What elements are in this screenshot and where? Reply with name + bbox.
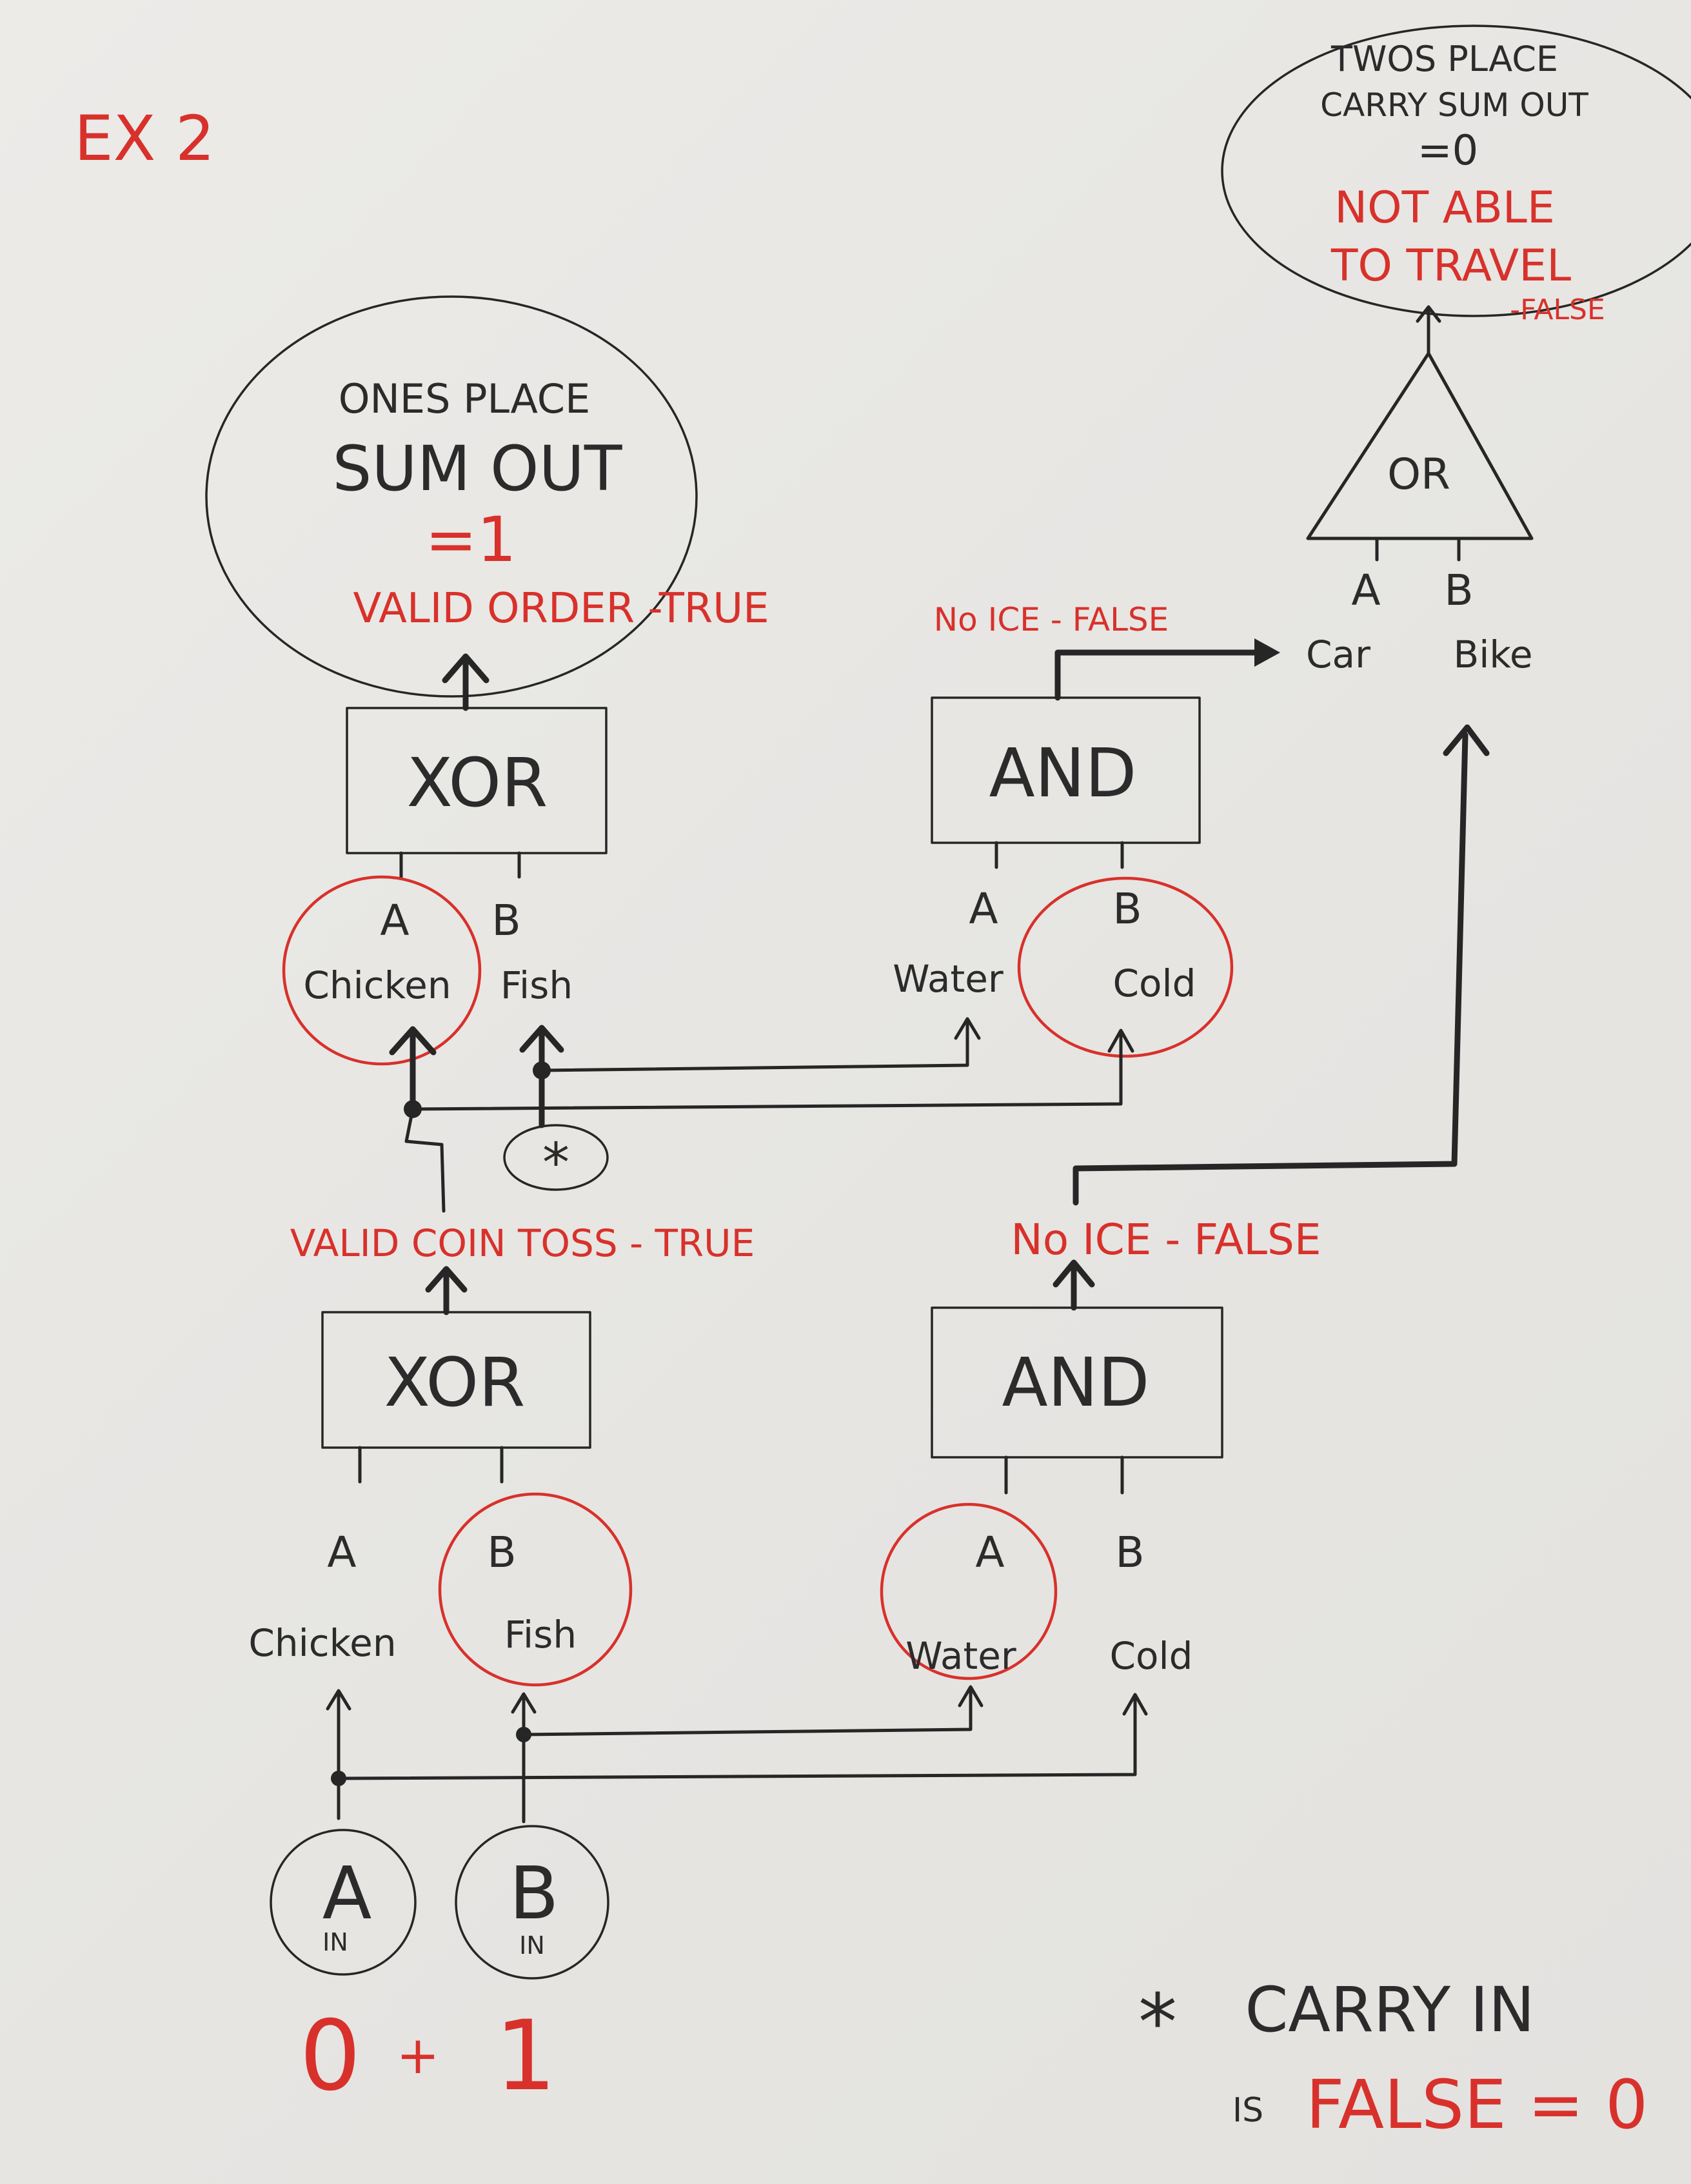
input-a-in: IN: [322, 1928, 348, 1956]
xor-top-label: XOR: [407, 743, 548, 822]
twos-place-meaning-3: -FALSE: [1510, 293, 1605, 326]
and-bottom-label: AND: [1002, 1343, 1149, 1422]
equation-operator: +: [396, 2025, 439, 2085]
input-b-circle: [455, 1825, 609, 1980]
or-pin-stubs: [1375, 536, 1461, 562]
or-output-arrow-icon: [1416, 305, 1441, 323]
equation-right: 1: [495, 2000, 556, 2112]
and-bottom-output-arrow-icon: [1053, 1259, 1095, 1288]
or-pin-a: A: [1351, 566, 1380, 615]
and-top-gate: [931, 696, 1201, 844]
carry-in-bubble: [503, 1124, 609, 1191]
and-bottom-pin-b: B: [1115, 1528, 1144, 1577]
footnote-line-1: CARRY IN: [1245, 1974, 1534, 2046]
input-a-letter: A: [322, 1852, 372, 1936]
and-top-label: AND: [989, 734, 1136, 812]
input-b-letter: B: [509, 1852, 559, 1936]
or-gate-shape: [1306, 351, 1534, 540]
twos-place-bubble: [1221, 25, 1691, 317]
xor-bottom-output-arrow-icon: [425, 1266, 468, 1293]
xor-top-pin-b: B: [491, 896, 520, 945]
twos-place-label: TWOS PLACE: [1330, 39, 1558, 79]
equation-left: 0: [299, 2000, 361, 2112]
xor-top-pin-a: A: [380, 896, 409, 945]
wire-a-in-to-cold: [337, 1694, 1137, 1780]
xor-top-input-chicken: Chicken: [303, 963, 451, 1007]
ones-place-bubble: [205, 295, 698, 698]
and-bottom-input-water: Water: [905, 1634, 1016, 1678]
cold-top-highlight: [1017, 876, 1234, 1058]
xor-bottom-input-chicken: Chicken: [248, 1621, 396, 1665]
page-title: EX 2: [74, 103, 215, 175]
and-top-pin-b: B: [1112, 884, 1142, 934]
fish-bottom-highlight: [438, 1492, 633, 1687]
chicken-top-arrow-icon: [389, 1026, 437, 1056]
xor-top-input-fish: Fish: [500, 963, 573, 1007]
and-bottom-pin-a: A: [975, 1528, 1004, 1577]
fish-bottom-arrow-icon: [511, 1692, 537, 1714]
footnote-false-value: FALSE = 0: [1306, 2065, 1648, 2144]
fish-top-arrow-icon: [519, 1025, 564, 1053]
twos-place-value: =0: [1418, 127, 1478, 175]
valid-coin-toss-label: VALID COIN TOSS - TRUE: [290, 1221, 755, 1265]
sum-out-label: SUM OUT: [332, 433, 622, 505]
water-top-arrow-icon: [954, 1017, 981, 1040]
water-bottom-highlight: [880, 1502, 1058, 1680]
and-bottom-input-cold: Cold: [1110, 1634, 1193, 1678]
or-pin-b: B: [1444, 566, 1473, 615]
xor-bottom-gate: [321, 1311, 591, 1449]
and-top-output-wire: [1054, 649, 1277, 701]
footnote-is: IS: [1232, 2091, 1263, 2130]
ones-place-label: ONES PLACE: [339, 375, 591, 422]
wire-b-in-to-water: [522, 1687, 973, 1736]
and-top-pin-stubs: [994, 841, 1124, 869]
xor-bottom-input-fish: Fish: [504, 1613, 577, 1657]
and-bottom-gate: [931, 1306, 1223, 1459]
xor-top-output-arrow-icon: [442, 653, 490, 684]
and-top-output-arrow-icon: [1254, 638, 1280, 667]
bike-arrow-icon: [1443, 724, 1490, 756]
cold-bottom-arrow-icon: [1122, 1693, 1148, 1716]
xor-top-pin-stubs: [399, 851, 521, 879]
no-ice-top-label: No ICE - FALSE: [934, 601, 1169, 638]
and-top-input-water: Water: [893, 957, 1004, 1001]
and-bottom-pin-stubs: [1004, 1455, 1124, 1495]
ones-place-meaning: VALID ORDER -TRUE: [353, 585, 769, 633]
xor-bottom-label: XOR: [384, 1343, 526, 1422]
cold-top-arrow-icon: [1107, 1028, 1134, 1053]
wire-fish-to-water: [540, 1020, 969, 1072]
input-b-in: IN: [519, 1931, 545, 1960]
and-top-input-cold: Cold: [1113, 961, 1196, 1005]
or-input-car: Car: [1306, 633, 1370, 676]
carry-sum-out-label: CARRY SUM OUT: [1320, 86, 1588, 124]
chicken-bottom-arrow-icon: [326, 1689, 351, 1711]
no-ice-bottom-label: No ICE - FALSE: [1011, 1215, 1321, 1264]
xor-top-gate: [346, 707, 608, 854]
wire-and-bottom-to-bike: [1073, 732, 1468, 1206]
xor-bottom-pin-a: A: [327, 1528, 356, 1577]
wire-xor-bottom-to-top: [404, 1107, 446, 1213]
chicken-top-highlight: [282, 875, 482, 1066]
carry-in-symbol: *: [542, 1131, 569, 1194]
xor-bottom-pin-b: B: [487, 1528, 516, 1577]
or-input-bike: Bike: [1453, 633, 1532, 676]
footnote-star: *: [1138, 1978, 1177, 2068]
water-bottom-arrow-icon: [958, 1685, 984, 1707]
input-a-circle: [270, 1829, 417, 1976]
ones-place-value: =1: [425, 504, 517, 576]
or-gate-label: OR: [1387, 449, 1450, 499]
xor-bottom-pin-stubs: [358, 1446, 504, 1484]
twos-place-meaning-1: NOT ABLE: [1334, 182, 1555, 233]
twos-place-meaning-2: TO TRAVEL: [1330, 241, 1571, 291]
wire-chicken-to-cold: [411, 1033, 1123, 1111]
and-top-pin-a: A: [969, 884, 998, 934]
